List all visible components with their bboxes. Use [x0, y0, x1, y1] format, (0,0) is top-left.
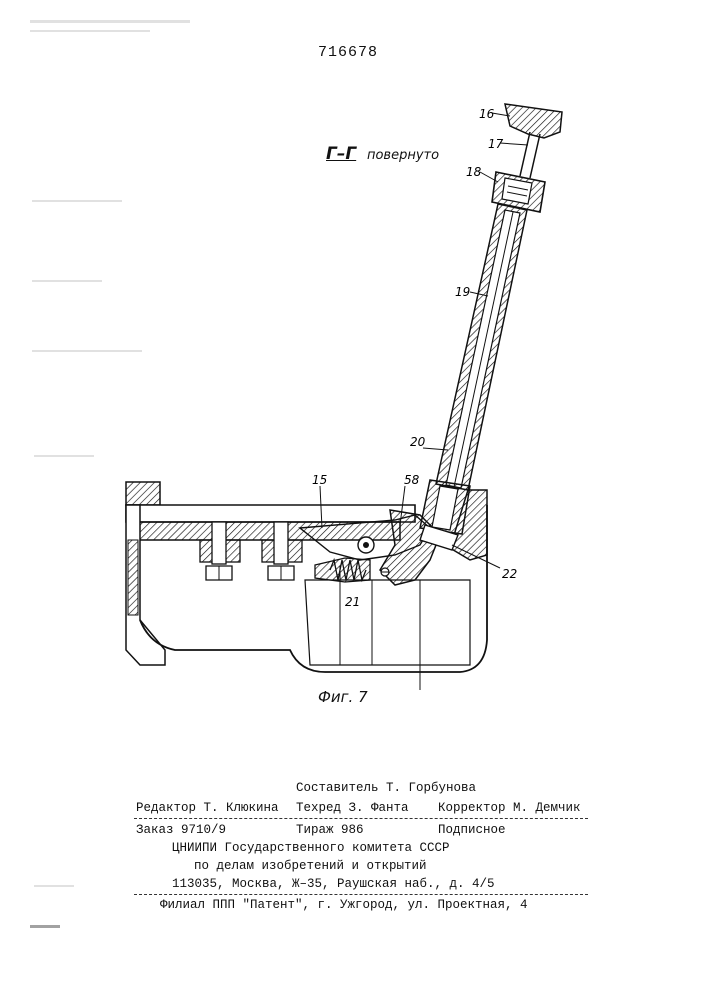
ref-number-15: 15 [312, 473, 327, 487]
imprint-editor: Редактор Т. Клюкина [136, 801, 279, 815]
ref-number-18: 18 [466, 165, 482, 179]
ref-number-16: 16 [479, 107, 495, 121]
imprint-corrector: Корректор М. Демчик [438, 801, 581, 815]
ref-number-17: 17 [488, 137, 504, 151]
imprint-institute: ЦНИИПИ Государственного комитета СССР [172, 841, 450, 855]
ref-number-19: 19 [455, 285, 470, 299]
imprint-rule [134, 894, 588, 895]
rod-part [520, 132, 540, 178]
imprint-subscription: Подписное [438, 823, 506, 837]
imprint-compiler: Составитель Т. Горбунова [296, 781, 476, 795]
imprint-address: 113035, Москва, Ж–35, Раушская наб., д. … [172, 877, 495, 891]
imprint-print-run: Тираж 986 [296, 823, 364, 837]
spring-part [315, 558, 370, 582]
scan-artifact [34, 885, 74, 887]
ref-number-21: 21 [345, 595, 360, 609]
imprint-techred: Техред З. Фанта [296, 801, 409, 815]
imprint-branch: Филиал ППП "Патент", г. Ужгород, ул. Про… [160, 898, 528, 912]
scan-artifact [30, 925, 60, 928]
ref-number-58: 58 [404, 473, 420, 487]
ref-number-20: 20 [410, 435, 426, 449]
technical-drawing: 16 17 18 19 20 15 58 21 22 [0, 0, 707, 720]
imprint-order: Заказ 9710/9 [136, 823, 226, 837]
handle-part [505, 104, 562, 138]
tube-part [436, 204, 527, 490]
figure-caption: Фиг. 7 [318, 688, 368, 706]
imprint-institute-sub: по делам изобретений и открытий [194, 859, 427, 873]
imprint-rule [134, 818, 588, 819]
ref-number-22: 22 [502, 567, 517, 581]
